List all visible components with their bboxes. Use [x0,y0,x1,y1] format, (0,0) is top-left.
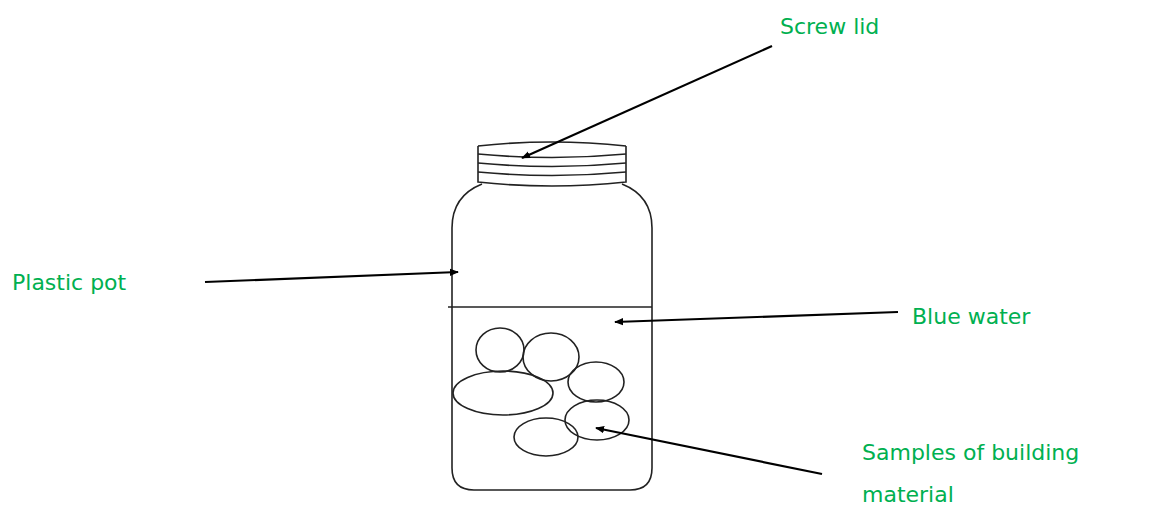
leader-line [205,272,458,282]
leader-line [522,46,772,158]
screw-thread [478,154,626,176]
part-label: Plastic pot [12,262,126,304]
part-label: Blue water [912,296,1030,338]
sample [514,418,578,456]
part-label: Samples of building material [862,432,1142,516]
jar-neck [478,146,626,186]
sample [565,400,629,440]
sample [453,371,553,415]
water-line [448,306,652,307]
jar-body [452,184,652,490]
thread-line [478,163,626,167]
leader-lines [205,46,898,474]
leader-line [615,312,898,322]
leader-line [596,428,822,474]
part-label: Screw lid [780,6,879,48]
sample [476,328,524,372]
thread-line [478,154,626,158]
thread-line [478,172,626,176]
jar [448,142,652,490]
sample [568,362,624,402]
